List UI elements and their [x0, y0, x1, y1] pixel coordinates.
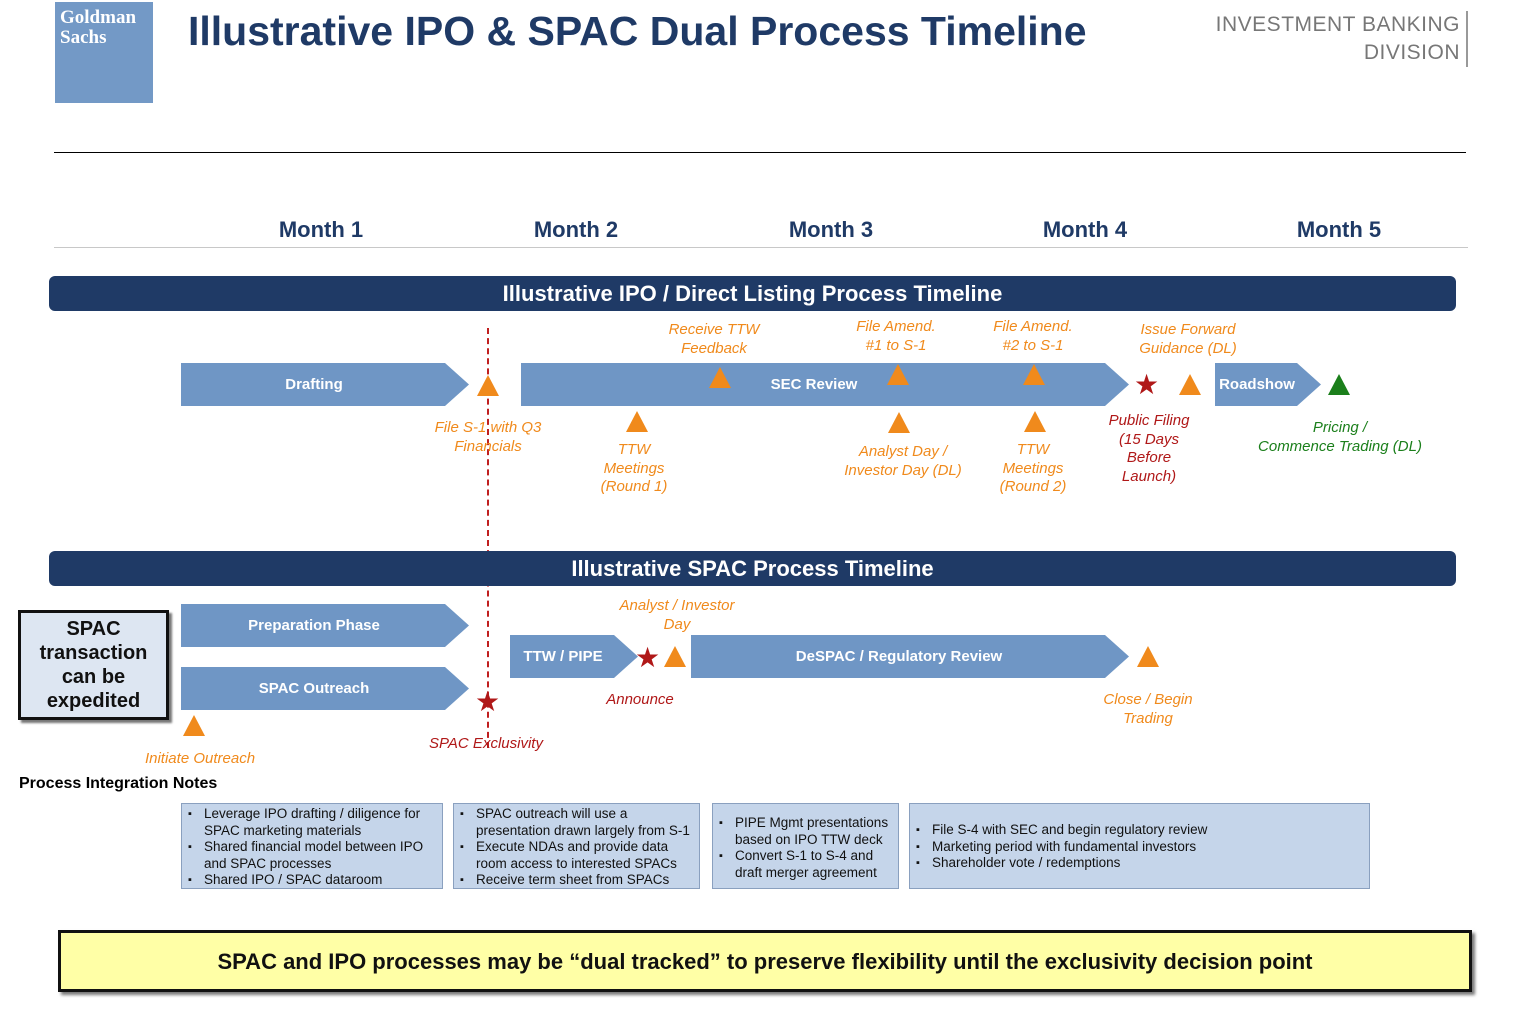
division-line-1: INVESTMENT BANKING	[1215, 13, 1460, 36]
list-item: Shareholder vote / redemptions	[916, 855, 1365, 872]
list-item: Shared IPO / SPAC dataroom	[188, 872, 438, 889]
notes-box-1: Leverage IPO drafting / diligence for SP…	[181, 803, 443, 889]
pricing-green-triangle-icon	[1328, 374, 1350, 395]
file-amend1-triangle-icon	[887, 364, 909, 385]
ttw-pipe-phase-arrow: TTW / PIPE	[510, 635, 638, 678]
list-item: Receive term sheet from SPACs	[460, 872, 695, 889]
month-2-label: Month 2	[533, 217, 619, 242]
notes-box-4: File S-4 with SEC and begin regulatory r…	[909, 803, 1370, 889]
pricing-label: Pricing / Commence Trading (DL)	[1258, 419, 1422, 455]
list-item: Shared financial model between IPO and S…	[188, 839, 438, 872]
despac-phase-arrow: DeSPAC / Regulatory Review	[691, 635, 1129, 678]
ttw-round2-triangle-icon	[1024, 411, 1046, 432]
spac-exclusivity-star-icon: ★	[475, 686, 501, 717]
goldman-sachs-logo: Goldman Sachs	[55, 2, 153, 103]
month-divider	[54, 247, 1468, 248]
file-s1-text: File S-1 with Q3 Financials	[434, 419, 542, 455]
spac-expedited-text: SPAC transaction can be expedited	[39, 618, 148, 712]
roadshow-phase-arrow: Roadshow	[1215, 363, 1321, 406]
ipo-timeline-banner: Illustrative IPO / Direct Listing Proces…	[49, 276, 1456, 311]
forward-guidance-triangle-icon	[1179, 374, 1201, 395]
receive-ttw-triangle-icon	[709, 367, 731, 388]
ttw-round2-label: TTW Meetings (Round 2)	[999, 441, 1067, 495]
list-item: Leverage IPO drafting / diligence for SP…	[188, 806, 438, 839]
analyst-investor-day-triangle-icon	[664, 646, 686, 667]
list-item: File S-4 with SEC and begin regulatory r…	[916, 822, 1365, 839]
announce-label: Announce	[606, 691, 674, 708]
spac-timeline-banner: Illustrative SPAC Process Timeline	[49, 551, 1456, 586]
spac-outreach-phase-arrow: SPAC Outreach	[181, 667, 469, 710]
logo-line-1: Goldman	[60, 7, 137, 28]
close-trading-triangle-icon	[1137, 646, 1159, 667]
list-item: SPAC outreach will use a presentation dr…	[460, 806, 695, 839]
forward-guidance-label: Issue Forward Guidance (DL)	[1139, 321, 1237, 357]
ttw-round1-triangle-icon	[626, 411, 648, 432]
notes-box-3: PIPE Mgmt presentations based on IPO TTW…	[712, 803, 899, 889]
division-line-2: DIVISION	[1363, 41, 1460, 64]
header-divider	[54, 152, 1466, 153]
spac-exclusivity-label: SPAC Exclusivity	[429, 735, 543, 752]
announce-star-icon: ★	[635, 642, 661, 673]
drafting-phase-arrow: Drafting	[181, 363, 469, 406]
notes-box-2: SPAC outreach will use a presentation dr…	[453, 803, 700, 889]
analyst-day-triangle-icon	[888, 412, 910, 433]
file-amend2-label: File Amend. #2 to S-1	[993, 318, 1073, 354]
file-amend2-triangle-icon	[1023, 364, 1045, 385]
preparation-phase-arrow: Preparation Phase	[181, 604, 469, 647]
process-notes-title: Process Integration Notes	[19, 775, 218, 792]
list-item: Marketing period with fundamental invest…	[916, 839, 1365, 856]
exclusivity-decision-line	[487, 328, 489, 748]
public-filing-label: Public Filing (15 Days Before Launch)	[1108, 412, 1190, 485]
division-label: INVESTMENT BANKING DIVISION	[1216, 11, 1468, 67]
list-item: Execute NDAs and provide data room acces…	[460, 839, 695, 872]
month-5-label: Month 5	[1296, 217, 1382, 242]
analyst-day-label: Analyst Day / Investor Day (DL)	[844, 443, 962, 479]
receive-ttw-label: Receive TTW Feedback	[668, 321, 760, 357]
list-item: PIPE Mgmt presentations based on IPO TTW…	[719, 815, 894, 848]
file-amend1-label: File Amend. #1 to S-1	[856, 318, 936, 354]
page-title: Illustrative IPO & SPAC Dual Process Tim…	[188, 8, 1087, 54]
spac-expedited-callout: SPAC transaction can be expedited	[18, 610, 169, 720]
initiate-outreach-triangle-icon	[183, 715, 205, 736]
analyst-investor-day-label: Analyst / Investor Day	[619, 597, 735, 633]
logo-line-2: Sachs	[60, 27, 107, 48]
month-3-label: Month 3	[788, 217, 874, 242]
ttw-round1-label: TTW Meetings (Round 1)	[600, 441, 668, 495]
month-1-label: Month 1	[278, 217, 364, 242]
close-trading-label: Close / Begin Trading	[1103, 691, 1193, 727]
initiate-outreach-label: Initiate Outreach	[144, 750, 256, 767]
file-s1-label: File S-1 with Q3 Financials	[408, 419, 568, 456]
file-s1-triangle-icon	[477, 375, 499, 396]
month-4-label: Month 4	[1042, 217, 1128, 242]
dual-track-callout: SPAC and IPO processes may be “dual trac…	[58, 930, 1472, 992]
public-filing-star-icon: ★	[1134, 369, 1160, 400]
list-item: Convert S-1 to S-4 and draft merger agre…	[719, 848, 894, 881]
